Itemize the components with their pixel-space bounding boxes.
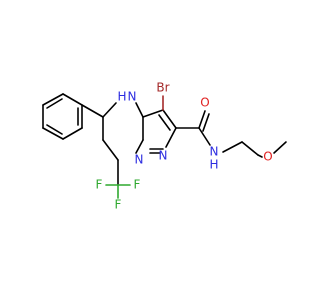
pyrazole-ring — [142, 109, 177, 154]
amide-hydrogen-label: H — [209, 158, 218, 172]
molecule-canvas: Br H N N N O N H O F F F — [42, 81, 287, 212]
fluorine-2-label: F — [96, 178, 103, 192]
fluorine-1-label: F — [115, 198, 122, 212]
trifluoromethyl-group — [105, 159, 131, 199]
carbonyl-oxygen-label: O — [200, 96, 209, 110]
bromine-label: Br — [156, 81, 169, 95]
ether-oxygen-label: O — [263, 150, 272, 164]
molecule-structure: Br H N N N O N H O F F F — [42, 81, 287, 212]
ring-nh-label: H — [117, 90, 126, 104]
ring-nh-n-label: N — [128, 90, 137, 104]
ring-n2-label: N — [159, 149, 168, 163]
ring-n1-label: N — [135, 153, 144, 167]
fluorine-3-label: F — [134, 178, 141, 192]
phenyl-ring — [42, 93, 83, 140]
phenyl-link-bond — [81, 104, 104, 118]
pyrimidine-ring — [102, 102, 144, 161]
methoxyethyl-chain — [222, 141, 287, 158]
amide-group — [175, 110, 211, 146]
amide-nitrogen-label: N — [210, 145, 219, 159]
